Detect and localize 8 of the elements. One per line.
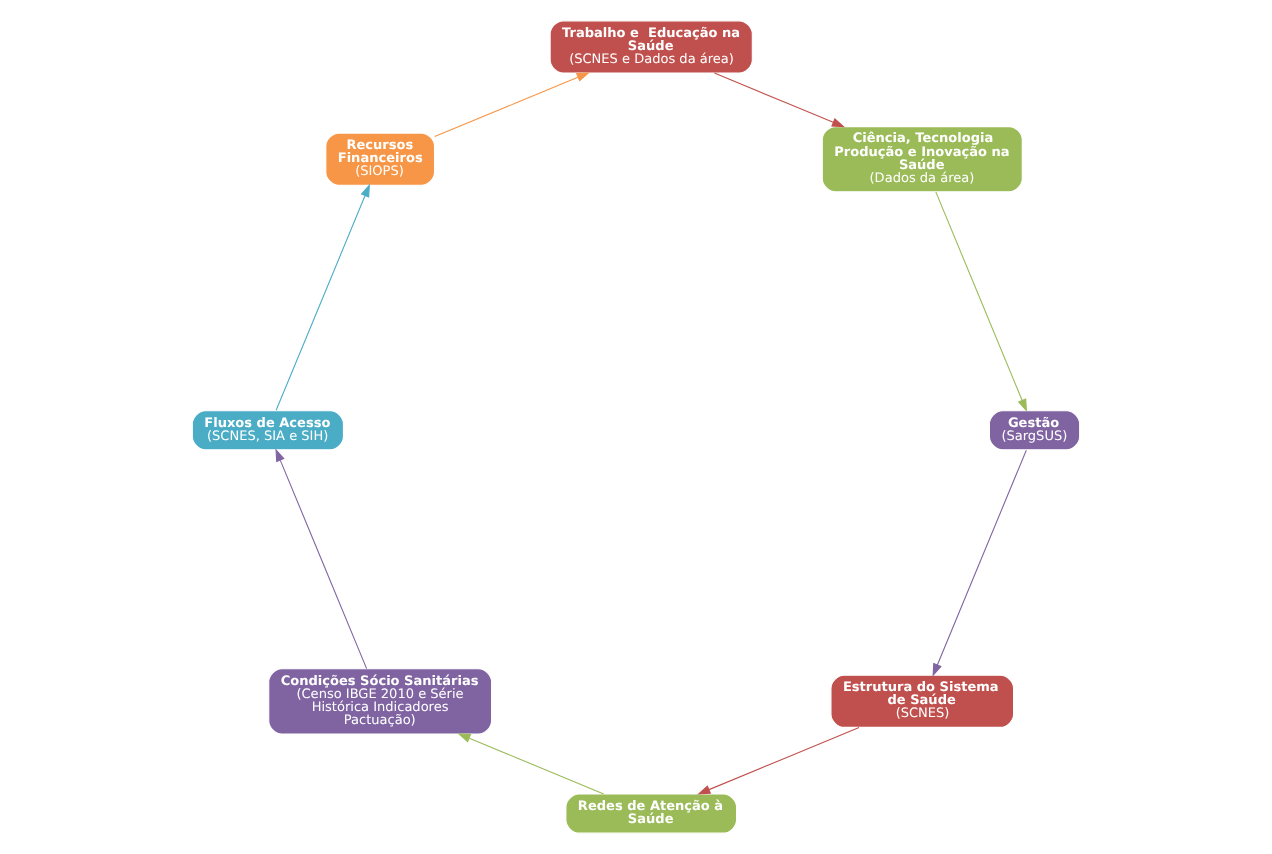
arrow bbox=[275, 448, 368, 670]
arrow bbox=[932, 449, 1027, 677]
arrow bbox=[697, 726, 860, 795]
arrow bbox=[457, 733, 605, 795]
arrow bbox=[713, 72, 845, 128]
arrow bbox=[434, 72, 590, 138]
arrow bbox=[935, 191, 1027, 413]
arrow bbox=[275, 183, 370, 411]
